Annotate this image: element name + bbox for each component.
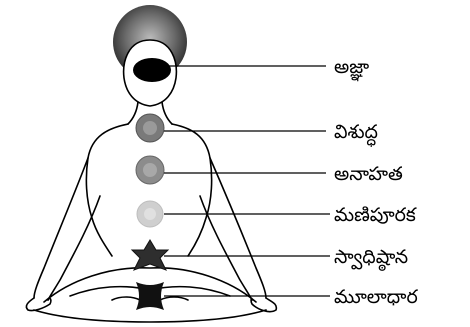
lap-outline (34, 310, 266, 322)
anahata-chakra-marker (136, 156, 164, 184)
muladhara-chakra-marker (136, 282, 164, 310)
muladhara-label: మూలాధార (334, 286, 418, 308)
torso-left-outline (86, 124, 128, 256)
manipura-chakra-marker (137, 201, 163, 227)
vishuddha-label: విశుద్ధ (334, 121, 378, 147)
ajna-label: అజ్ఞా (334, 56, 369, 82)
leader-lines (164, 66, 330, 296)
anahata-label: అనాహత (334, 163, 403, 185)
manipura-label: మణిపూరక (334, 204, 417, 226)
ajna-chakra-marker (133, 58, 171, 82)
vishuddha-chakra-marker (136, 114, 164, 142)
right-foot-outline (160, 297, 188, 300)
left-foot-outline (112, 297, 140, 300)
svadhishthana-label: స్వాధిష్ఠాన (334, 246, 408, 272)
right-hand-outline (251, 298, 276, 312)
svadhishthana-chakra-marker (132, 240, 168, 270)
left-inner-arm (48, 196, 100, 300)
torso-right-outline (172, 124, 212, 256)
